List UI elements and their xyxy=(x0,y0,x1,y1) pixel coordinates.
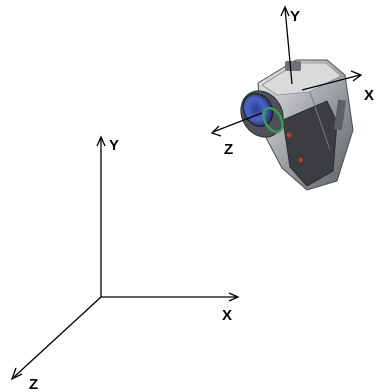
camera-side-panel xyxy=(333,99,347,131)
camera-indicator xyxy=(286,132,292,138)
camera-indicator-2 xyxy=(299,158,303,162)
camera-x-arrowhead xyxy=(350,70,363,82)
camera-y-arrowhead xyxy=(280,5,290,17)
camera-axes xyxy=(210,5,363,137)
camera-lens-ring xyxy=(262,106,284,134)
world-y-label: Y xyxy=(109,137,119,154)
camera-z-arrowhead xyxy=(210,125,222,137)
world-x-label: X xyxy=(222,307,232,324)
world-z-label: Z xyxy=(29,376,38,392)
camera-z-label: Z xyxy=(224,141,233,158)
world-x-arrowhead xyxy=(228,292,240,302)
camera-y-axis xyxy=(284,7,293,85)
world-z-axis xyxy=(13,296,102,378)
world-z-arrowhead xyxy=(10,367,23,381)
camera-y-label: Y xyxy=(290,8,300,25)
world-axes xyxy=(10,135,240,381)
camera-viewfinder xyxy=(285,61,301,71)
camcorder-icon xyxy=(240,59,354,191)
camera-z-axis xyxy=(212,112,263,133)
camera-detail-line xyxy=(309,91,331,151)
camera-x-label: X xyxy=(364,87,374,104)
world-y-arrowhead xyxy=(96,135,106,147)
camera-x-axis xyxy=(301,74,361,91)
camera-grip xyxy=(282,100,338,187)
